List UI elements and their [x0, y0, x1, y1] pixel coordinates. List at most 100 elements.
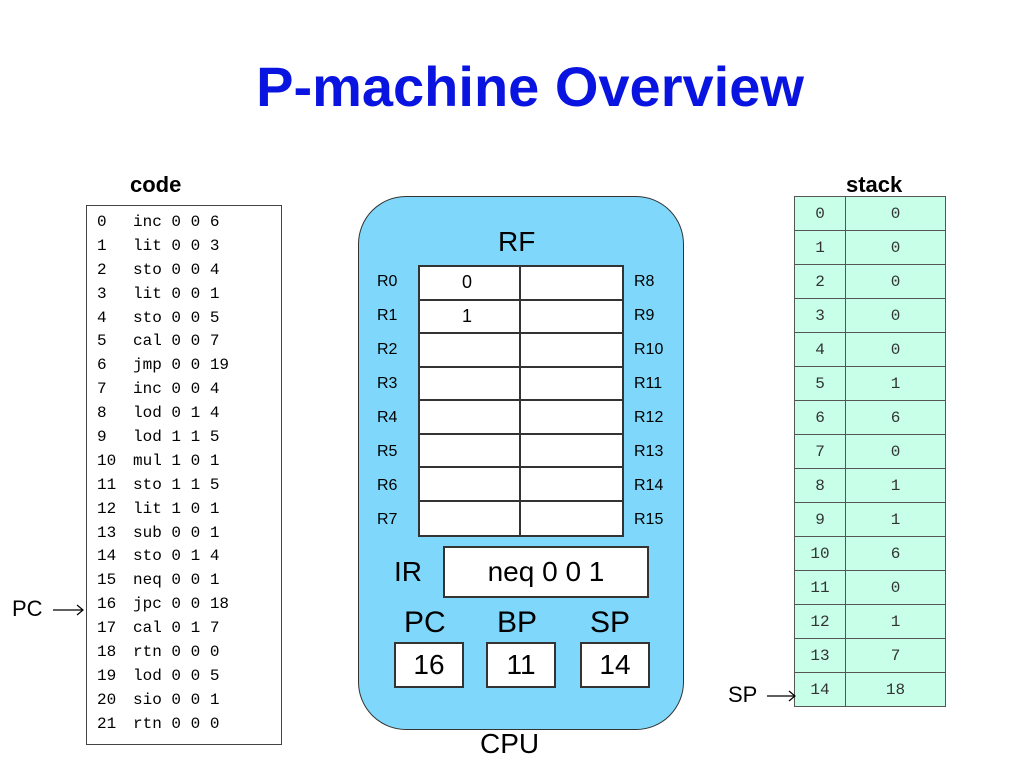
register-label: R4: [377, 409, 398, 426]
ir-value: neq 0 0 1: [443, 546, 649, 598]
rf-right-labels: R8 R9 R10 R11 R12 R13 R14 R15: [634, 265, 678, 537]
stack-address: 6: [794, 400, 846, 435]
stack-address: 7: [794, 434, 846, 469]
register-cell-r13: [521, 435, 622, 468]
register-label: R11: [634, 375, 663, 392]
stack-address: 9: [794, 502, 846, 537]
sp-pointer-label: SP: [728, 682, 757, 707]
register-label: R10: [634, 341, 664, 358]
sp-register-label: SP: [590, 606, 631, 639]
stack-value: 6: [845, 536, 946, 571]
register-label: R15: [634, 511, 664, 528]
pc-register-label: PC: [404, 606, 446, 639]
code-instruction: sio 0 0 1: [133, 690, 220, 709]
code-line-number: 15: [97, 571, 117, 590]
code-line-number: 19: [97, 666, 117, 685]
code-line-number: 3: [97, 284, 107, 303]
arrow-right-icon: [52, 604, 84, 616]
code-line-number: 18: [97, 643, 117, 662]
code-line-number: 0: [97, 213, 107, 231]
stack-value: 18: [845, 672, 946, 707]
register-label: R6: [377, 477, 398, 494]
stack-address: 3: [794, 298, 846, 333]
code-line-number: 6: [97, 356, 107, 375]
register-cell-r3: [420, 367, 521, 401]
code-line: 4 sto 0 0 5: [87, 307, 281, 331]
register-cell-r5: [420, 434, 521, 468]
code-instruction: lod 1 1 5: [133, 428, 220, 447]
code-instruction: inc 0 0 4: [133, 380, 220, 399]
code-instruction: lit 1 0 1: [133, 499, 220, 518]
stack-value: 1: [845, 502, 946, 537]
cpu-label: CPU: [480, 728, 540, 759]
register-cell-r14: [521, 468, 622, 502]
register-cell-r9: [521, 301, 622, 334]
code-label: code: [130, 172, 182, 197]
stack-value: 1: [845, 604, 946, 639]
register-cell-r12: [521, 401, 622, 435]
register-label: R0: [377, 273, 398, 290]
stack-value: 0: [845, 196, 946, 231]
code-line-number: 2: [97, 260, 107, 279]
stack-address: 0: [794, 196, 846, 231]
stack-address: 4: [794, 332, 846, 367]
stack-address: 5: [794, 366, 846, 401]
code-instruction: jmp 0 0 19: [133, 356, 230, 375]
register-cell-r7: [420, 501, 521, 535]
register-file: 0 1: [418, 265, 624, 537]
code-line: 2 sto 0 0 4: [87, 259, 281, 283]
code-instruction: lod 0 1 4: [133, 404, 220, 423]
register-cell-r2: [420, 334, 521, 368]
code-line-number: 4: [97, 308, 107, 327]
code-instruction: rtn 0 0 0: [133, 714, 220, 733]
stack-address: 11: [794, 570, 846, 605]
register-cell-r6: [420, 468, 521, 502]
stack-value: 0: [845, 230, 946, 265]
code-instruction: rtn 0 0 0: [133, 643, 220, 662]
register-label: R8: [634, 273, 655, 290]
register-label: R9: [634, 307, 655, 324]
code-instruction: sto 0 1 4: [133, 547, 220, 566]
register-cell-r0: 0: [420, 267, 521, 301]
code-line-number: 7: [97, 380, 107, 399]
code-instruction: sto 0 0 4: [133, 260, 220, 279]
code-line-number: 14: [97, 547, 117, 566]
register-cell-r4: [420, 401, 521, 435]
sp-register-value: 14: [580, 642, 650, 688]
code-instruction: sto 1 1 5: [133, 475, 220, 494]
code-line-number: 16: [97, 595, 117, 614]
code-instruction: sto 0 0 5: [133, 308, 220, 327]
pc-register-value: 16: [394, 642, 464, 688]
register-cell-r15: [521, 502, 622, 536]
ir-label: IR: [394, 556, 422, 587]
stack-address: 8: [794, 468, 846, 503]
register-label: R14: [634, 477, 664, 494]
register-cell-r11: [521, 368, 622, 401]
stack-value: 7: [845, 638, 946, 673]
stack-value: 0: [845, 298, 946, 333]
stack-value: 0: [845, 434, 946, 469]
code-line: 6 jmp 0 0 19: [87, 354, 281, 378]
register-label: R13: [634, 443, 664, 460]
stack-address: 1: [794, 230, 846, 265]
code-line: 14 sto 0 1 4: [87, 545, 281, 569]
register-label: R5: [377, 443, 398, 460]
